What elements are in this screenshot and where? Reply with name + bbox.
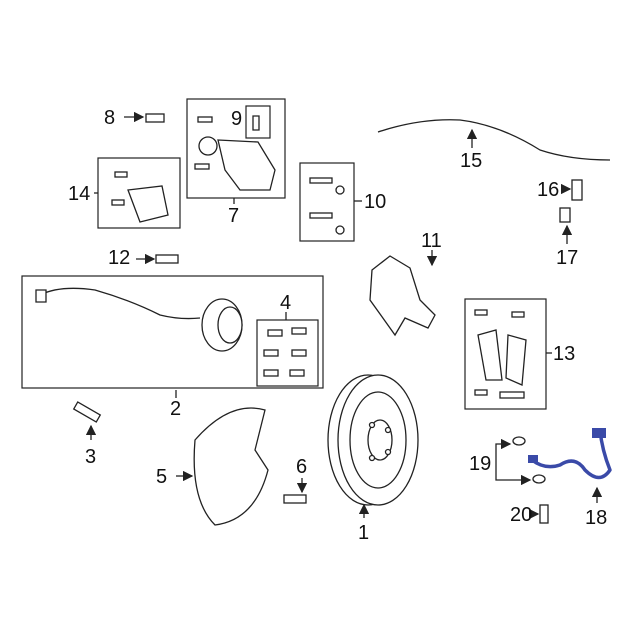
callout-16: 16	[537, 179, 559, 201]
callout-14: 14	[68, 183, 90, 205]
washer-lower[interactable]	[532, 474, 546, 484]
group-box-2	[21, 275, 324, 389]
bracket-bolts[interactable]	[309, 177, 345, 235]
hose-bracket[interactable]	[571, 179, 583, 201]
group-box-13	[464, 298, 547, 410]
caliper-bracket[interactable]	[127, 185, 169, 223]
callout-4: 4	[280, 292, 291, 314]
callout-9: 9	[231, 108, 242, 130]
callout-7: 7	[228, 205, 239, 227]
callout-5: 5	[156, 466, 167, 488]
callout-2: 2	[170, 398, 181, 420]
callout-3: 3	[85, 446, 96, 468]
callout-15: 15	[460, 150, 482, 172]
abs-sensor-highlighted[interactable]	[528, 428, 612, 480]
callout-19: 19	[469, 453, 491, 475]
caliper[interactable]	[194, 115, 276, 191]
callout-17: 17	[556, 247, 578, 269]
callout-8: 8	[104, 107, 115, 129]
callout-18: 18	[585, 507, 607, 529]
hub-bolts[interactable]	[263, 327, 307, 377]
hub-assembly[interactable]	[35, 287, 243, 352]
bolt-8[interactable]	[145, 113, 165, 123]
dust-shield[interactable]	[193, 407, 269, 526]
bolt-17[interactable]	[559, 207, 571, 223]
callout-13: 13	[553, 343, 575, 365]
brake-hose[interactable]	[377, 119, 611, 161]
washer-upper[interactable]	[512, 436, 526, 446]
leader-lines	[85, 111, 603, 520]
bolt-20[interactable]	[539, 504, 549, 524]
brake-rotor[interactable]	[327, 374, 419, 506]
callout-6: 6	[296, 456, 307, 478]
callout-10: 10	[364, 191, 386, 213]
group-box-4	[256, 319, 319, 387]
bolt-12[interactable]	[155, 254, 179, 264]
brake-pads[interactable]	[474, 309, 527, 399]
bolt-3[interactable]	[72, 401, 102, 423]
callout-20: 20	[510, 504, 532, 526]
callout-12: 12	[108, 247, 130, 269]
group-box-10	[299, 162, 355, 242]
caliper-mount-bracket[interactable]	[369, 255, 436, 337]
bolt-6[interactable]	[283, 494, 307, 504]
callout-11: 11	[421, 230, 442, 252]
group-box-7	[186, 98, 286, 199]
callout-1: 1	[358, 522, 369, 544]
group-box-9	[245, 105, 271, 139]
